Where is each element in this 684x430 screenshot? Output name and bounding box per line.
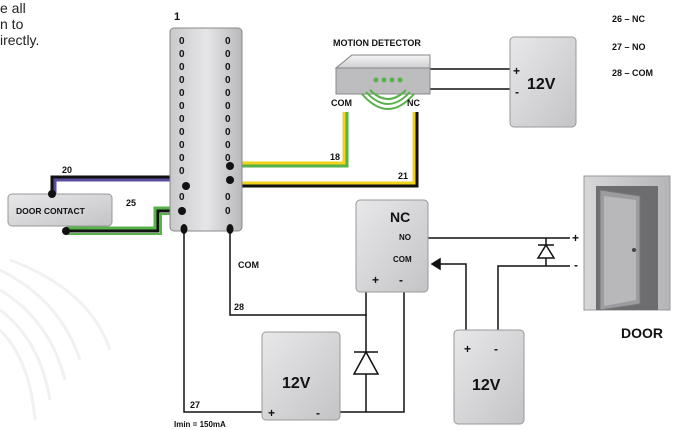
motion-detector-nc-label: NC [407,98,420,108]
diode-bottom [352,342,380,412]
terminal-digit: 0 [225,49,231,60]
terminal-digit: 0 [225,88,231,99]
wire-door-minus [497,265,570,330]
relay-title: NC [390,209,410,225]
legend: 26 – NC 27 – NO 28 – COM [612,14,653,78]
supply-voltage-label: 12V [282,375,311,392]
wire-label-21: 21 [398,171,408,181]
wire-label-25: 25 [126,198,136,208]
legend-item: 28 – COM [612,68,653,78]
intro-line: n to [0,16,24,32]
relay-plus-label: + [372,273,379,287]
terminal-digit: 0 [225,153,231,164]
current-note: Imin = 150mA [174,420,226,429]
terminal-digit: 0 [179,166,185,177]
terminal-dot [182,182,190,190]
terminal-dot [226,224,234,234]
wire-27 [183,230,266,413]
terminal-com-label: COM [238,260,259,270]
wire-label-27: 27 [190,400,200,410]
power-supply-top: + - 12V [509,36,577,128]
supply-minus-label: - [494,342,498,356]
terminal-digit: 0 [179,101,185,112]
motion-detector-com-label: COM [331,98,352,108]
supply-minus-label: - [515,85,519,99]
legend-item: 27 – NO [612,42,646,52]
motion-detector-title: MOTION DETECTOR [333,38,421,48]
terminal-digit: 0 [179,140,185,151]
terminal-digit: 0 [179,75,185,86]
wire-relay-minus [333,285,405,413]
terminal-digit: 0 [225,62,231,73]
terminal-dot [178,207,186,215]
supply-voltage-label: 12V [472,377,501,394]
supply-plus-label: + [268,406,275,420]
terminal-digit: 0 [179,153,185,164]
wire-labels: 18 20 21 25 27 28 Imin = 150mA [62,152,408,429]
relay: NC NO COM + - [355,199,429,293]
terminal-digit: 0 [225,75,231,86]
wire-18 [232,112,349,168]
terminal-digit: 0 [225,206,231,217]
wire-28 [229,230,367,342]
terminal-block: 1 0000000000000000000000000 COM [169,11,259,270]
door-label: DOOR [621,325,663,341]
terminal-digit: 0 [225,127,231,138]
intro-text: e all n to irectly. [0,0,120,48]
door-contact: DOOR CONTACT [7,190,113,235]
wire-relay-com [430,257,467,330]
terminal-digit: 0 [179,49,185,60]
terminal-digit: 0 [179,36,185,47]
wire-label-18: 18 [330,152,340,162]
terminal-digit: 0 [179,127,185,138]
power-supply-bottom-left: 12V + - [261,331,341,421]
terminal-digit: 0 [225,140,231,151]
supply-plus-label: + [513,64,520,78]
door-minus-label: - [574,258,578,272]
terminal-dot [226,176,234,184]
door-contact-label: DOOR CONTACT [16,206,86,216]
terminal-block-label: 1 [174,11,180,23]
door-plus-label: + [572,231,579,245]
wire-detector-supply [430,68,510,90]
diode-door [536,243,556,259]
power-supply-bottom-right: + - 12V [453,329,525,425]
terminal-digit: 0 [179,88,185,99]
terminal-dot [180,224,188,234]
terminal-digit: 0 [225,36,231,47]
supply-voltage-label: 12V [527,76,556,93]
supply-plus-label: + [464,342,471,356]
relay-minus-label: - [399,273,403,287]
wire-21 [186,112,419,188]
intro-line: e all [0,0,26,16]
intro-line: irectly. [0,32,40,48]
wire-label-28: 28 [234,302,244,312]
terminal-digit: 0 [179,114,185,125]
background-watermark [0,258,112,421]
terminal-dot [226,162,234,170]
wire-label-20: 20 [62,165,72,175]
motion-detector: MOTION DETECTOR COM NC [331,38,431,110]
terminal-digit: 0 [225,101,231,112]
relay-com-label: COM [393,255,412,264]
door: + - DOOR [572,175,671,341]
legend-item: 26 – NC [612,14,646,24]
supply-minus-label: - [316,406,320,420]
terminal-digit: 0 [179,62,185,73]
terminal-digit: 0 [225,114,231,125]
relay-no-label: NO [399,233,411,242]
terminal-digit: 0 [225,192,231,203]
terminal-digit: 0 [179,192,185,203]
